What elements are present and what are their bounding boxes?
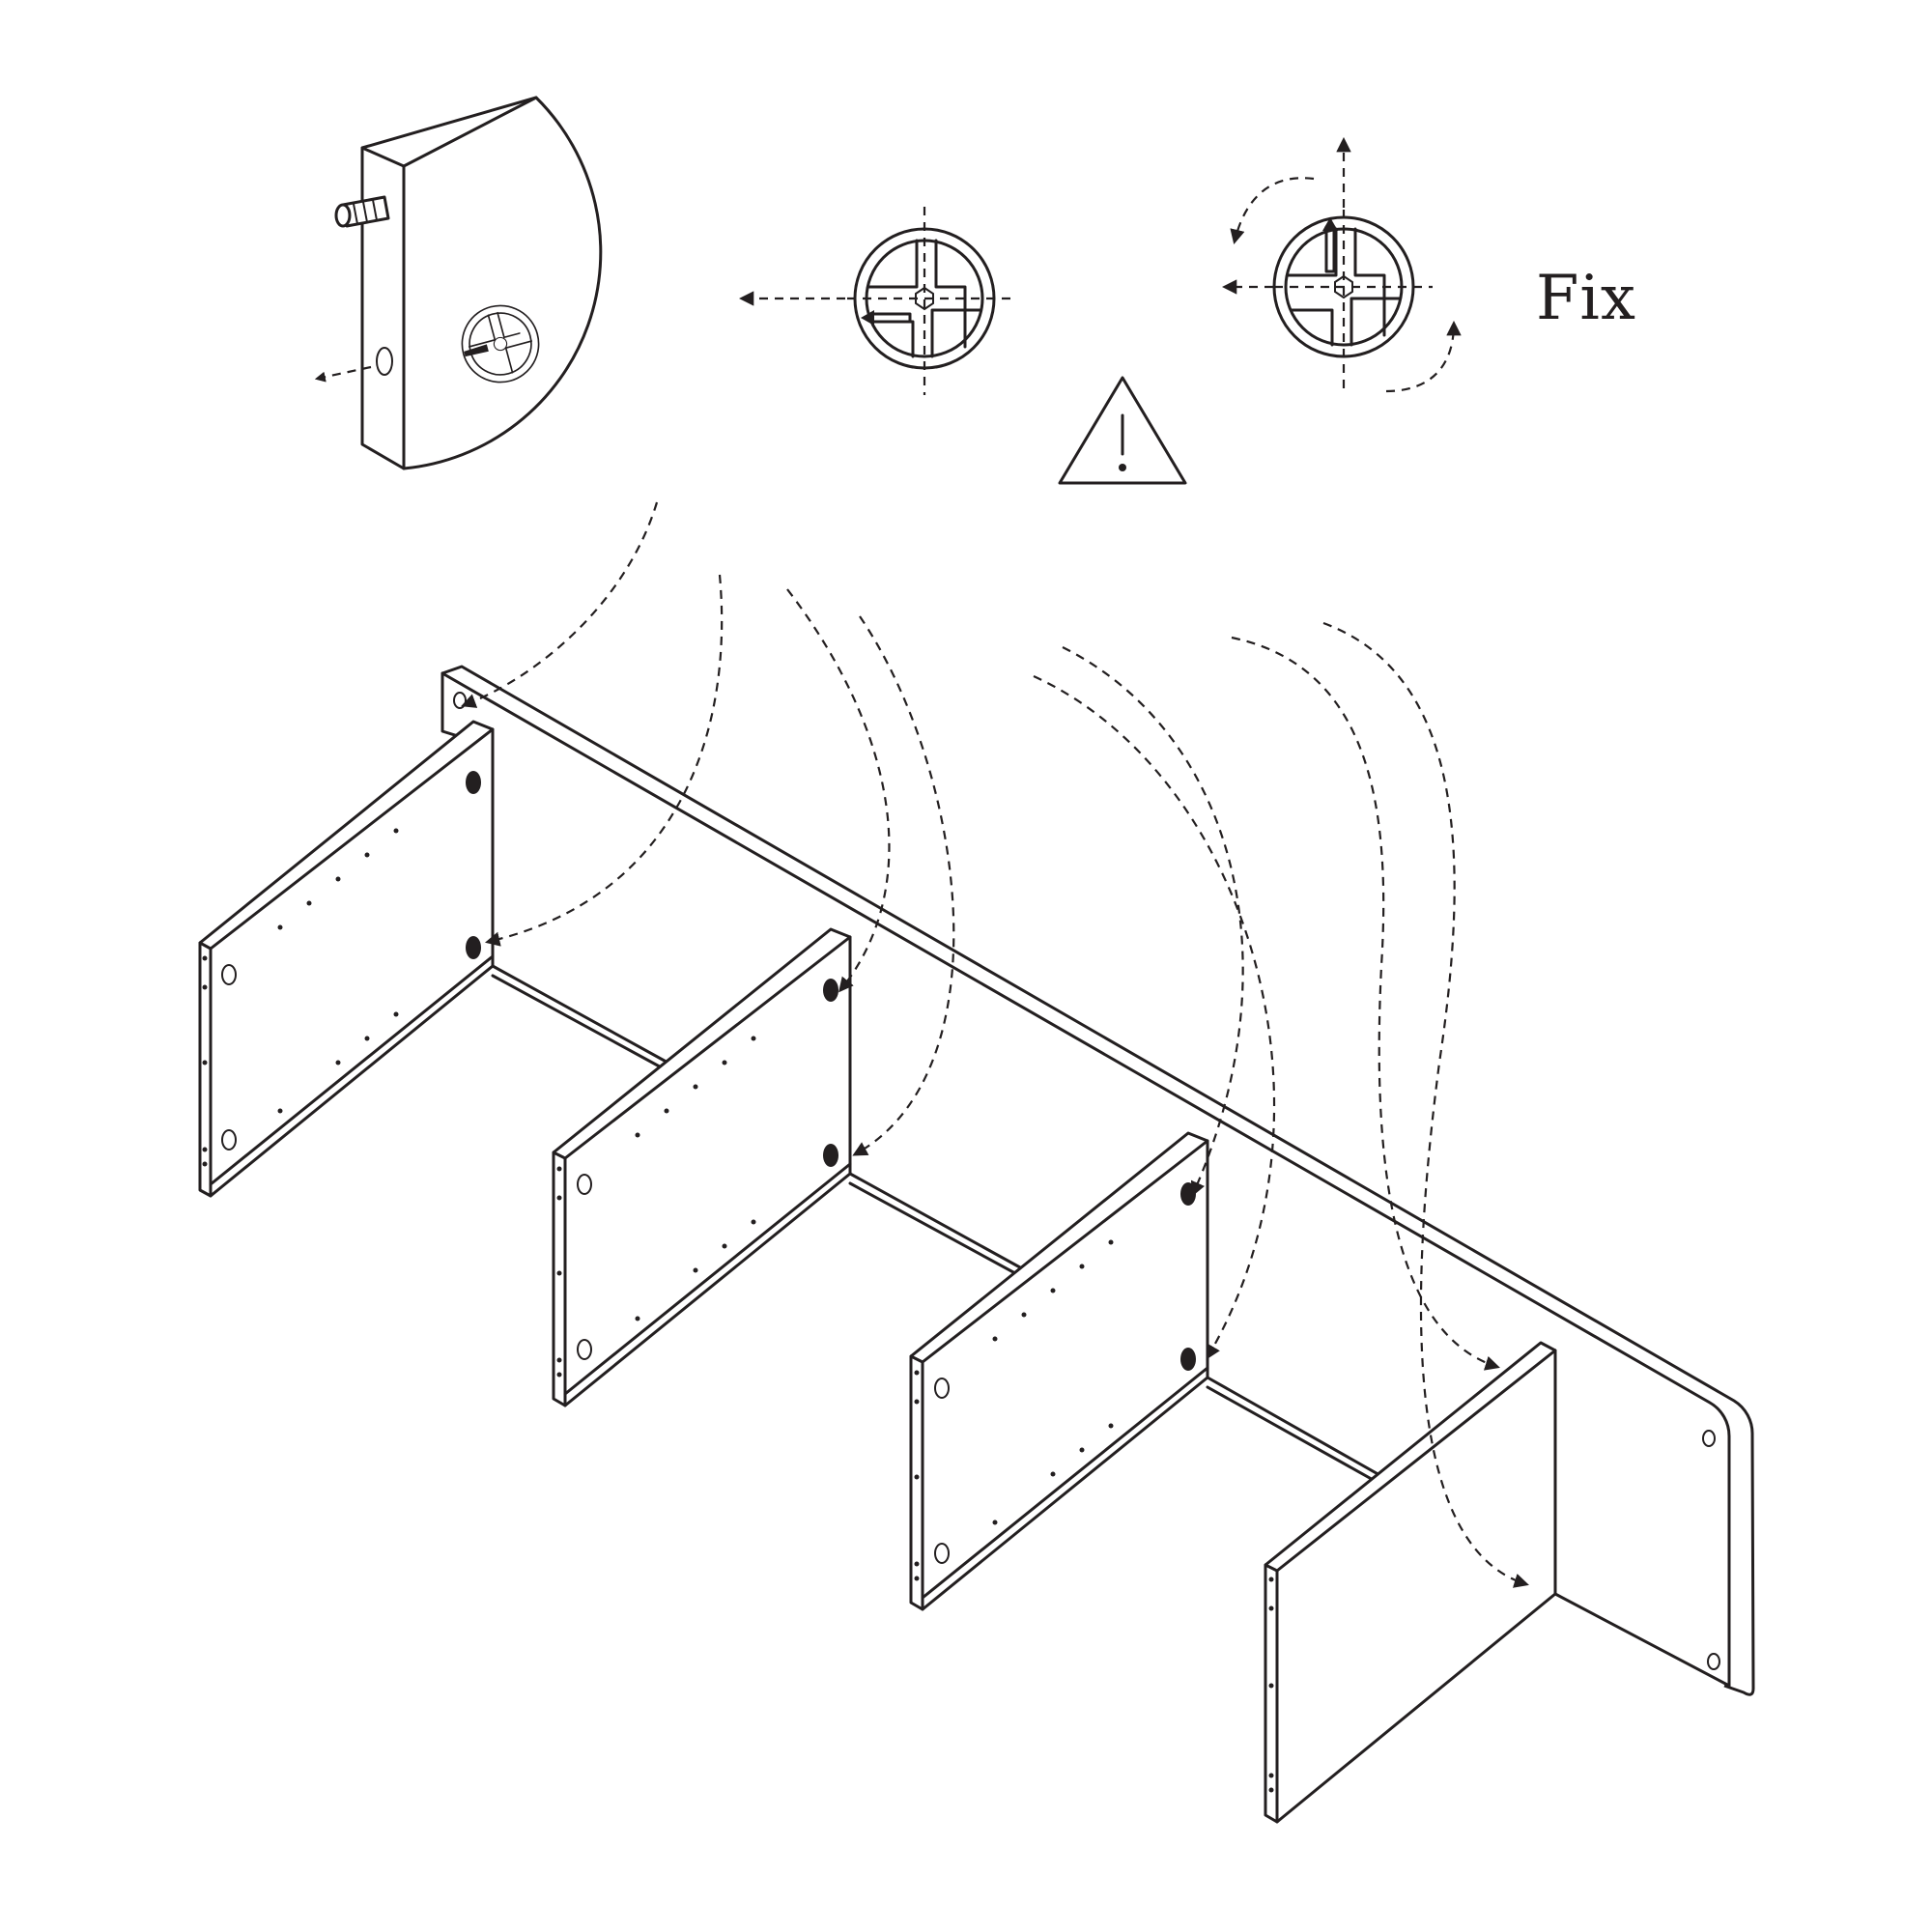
warning-triangle-icon xyxy=(1058,376,1187,485)
cam-lock-icon xyxy=(1272,210,1433,393)
fix-label: Fix xyxy=(1536,263,1636,334)
cam-lock-icon xyxy=(847,207,1011,395)
divider-panel xyxy=(552,927,1031,1407)
bookshelf-assembly xyxy=(198,665,1755,1824)
dowel-hole xyxy=(376,347,393,376)
wooden-dowel-icon xyxy=(334,195,390,228)
end-panel xyxy=(1264,1341,1731,1824)
detail-callout xyxy=(314,96,603,470)
cam-lock-icon xyxy=(461,304,540,384)
divider-panel xyxy=(909,1131,1383,1611)
guide-arrows xyxy=(461,501,1529,1588)
divider-panel xyxy=(198,720,673,1198)
